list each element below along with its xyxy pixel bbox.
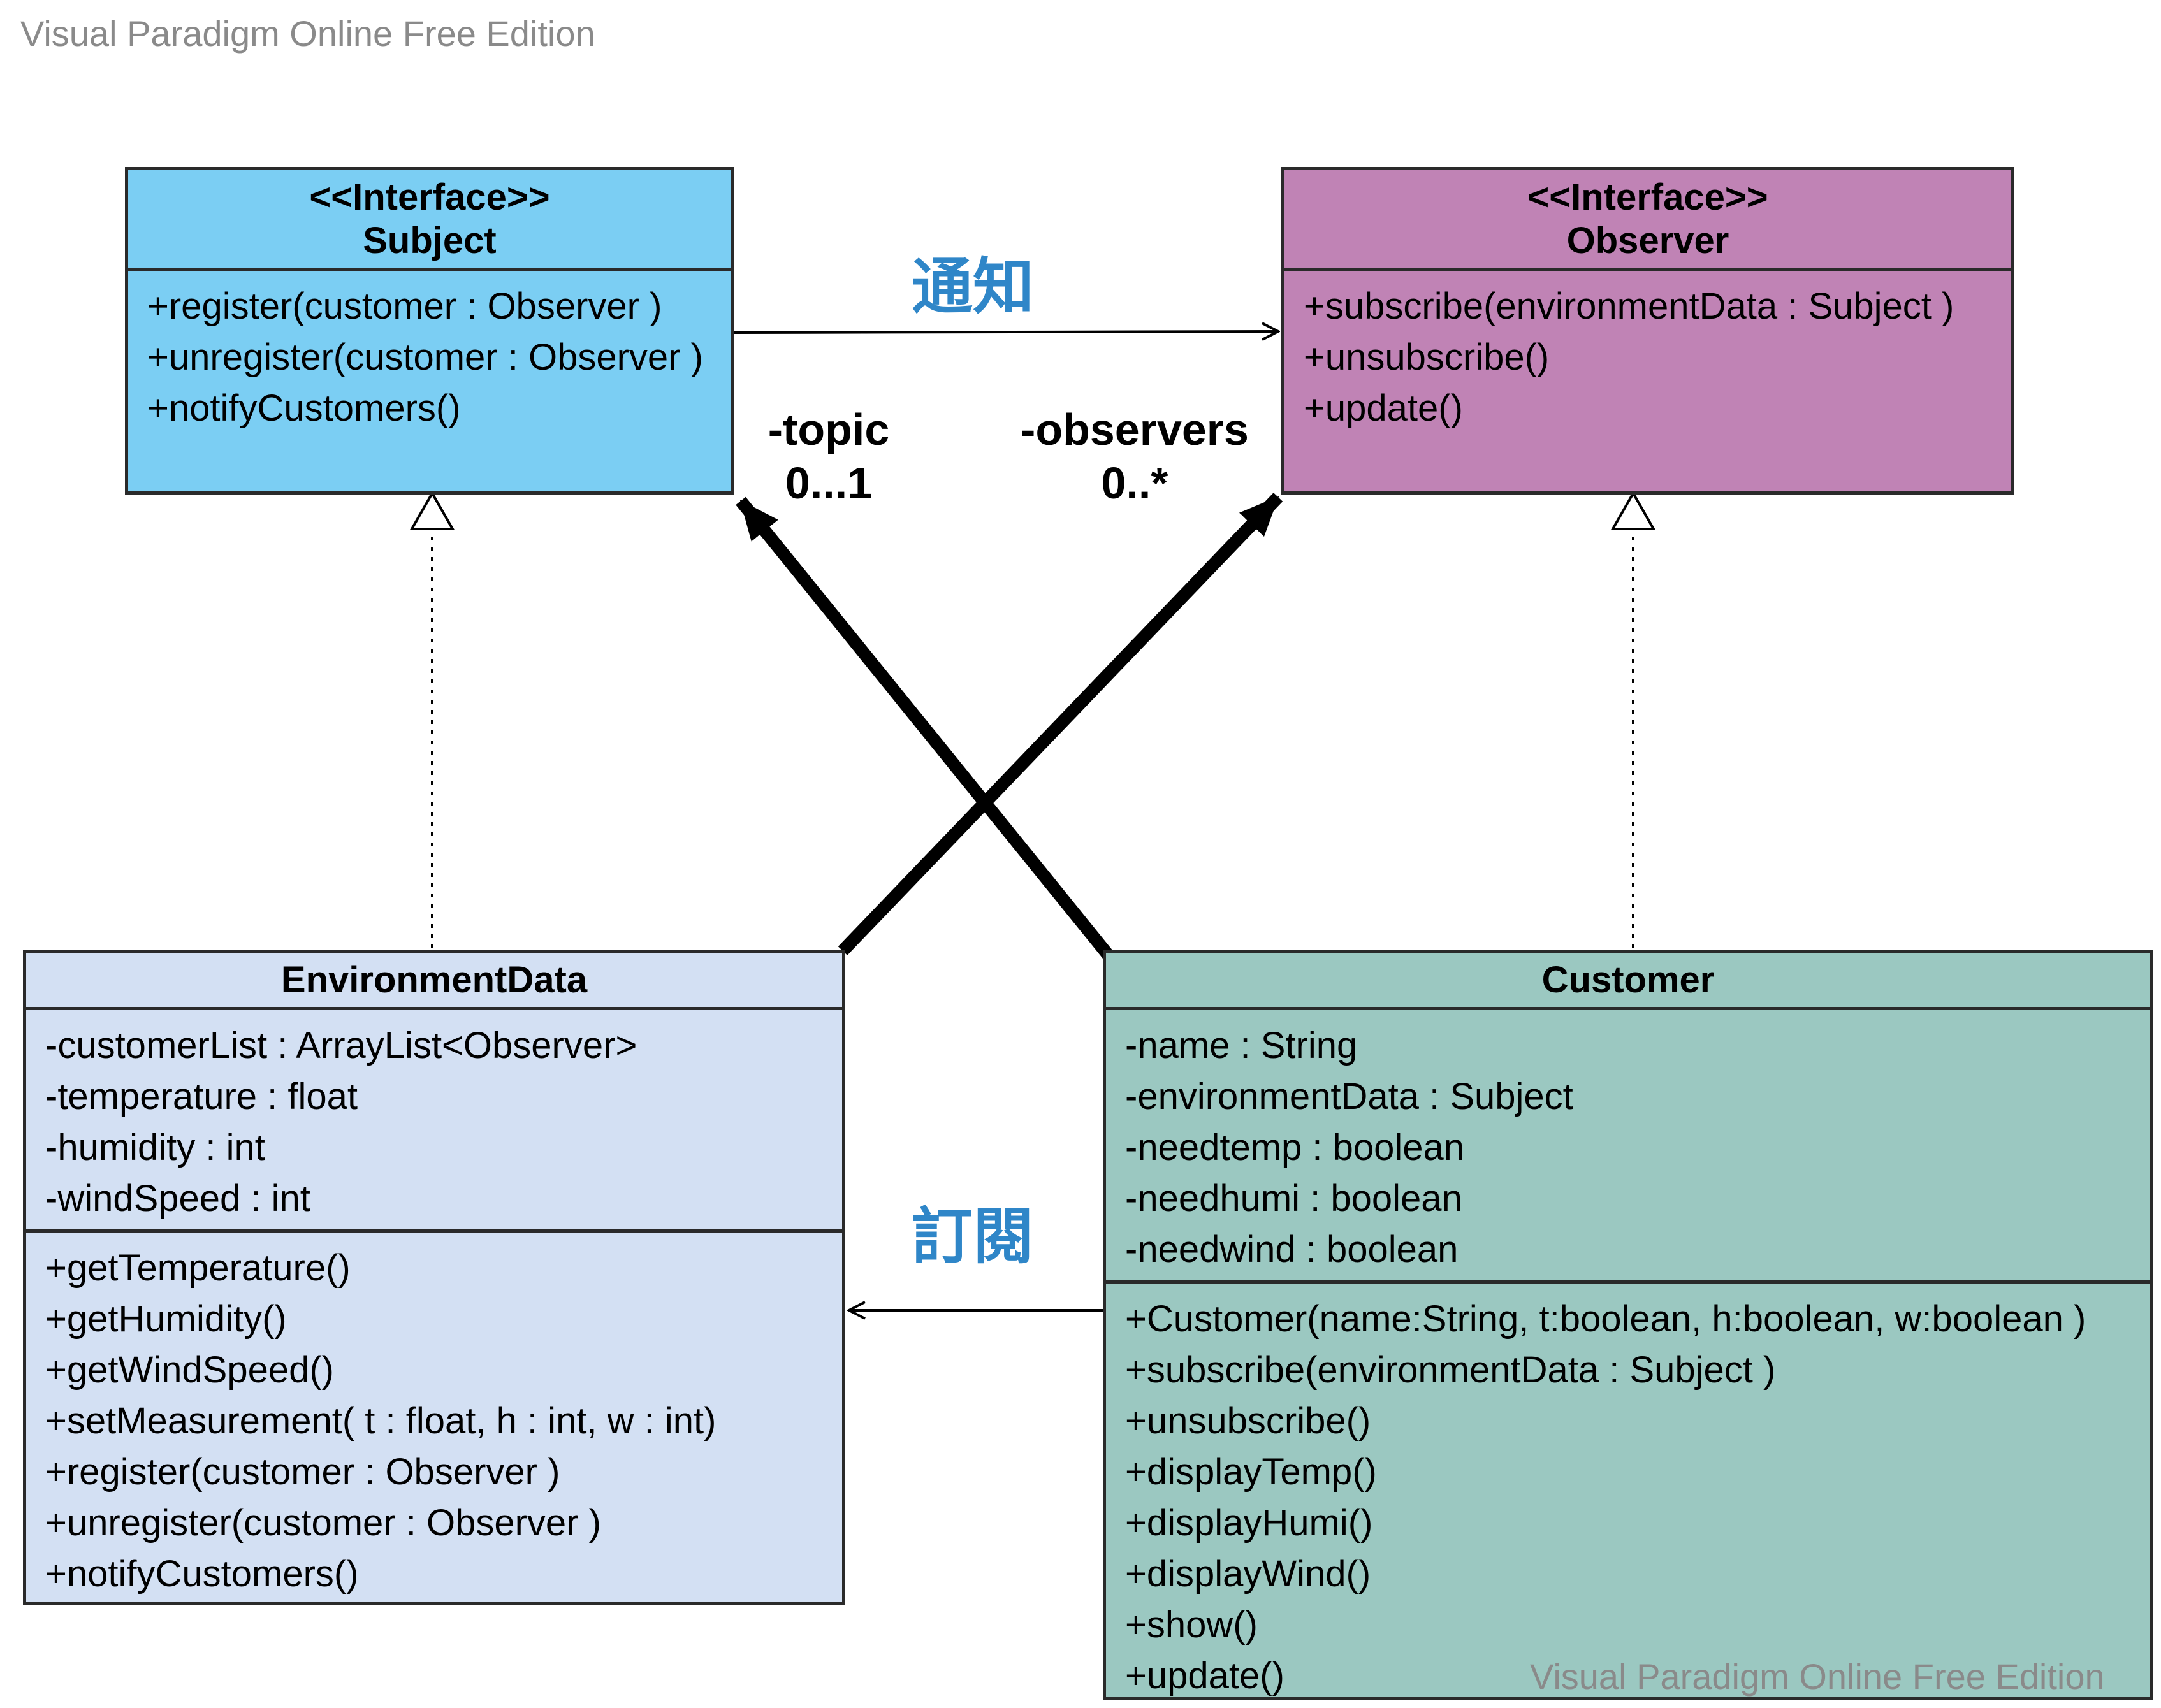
operation: +register(customer : Observer ) [147, 286, 662, 327]
operation: +unsubscribe() [1304, 337, 1550, 378]
customer-class-box[interactable]: Customer -name : String -environmentData… [1103, 950, 2153, 1700]
operation: +displayHumi() [1125, 1502, 1373, 1544]
notify-label: 通知 [912, 251, 1034, 322]
customer-attributes: -name : String -environmentData : Subjec… [1106, 1010, 2150, 1280]
association-observers [838, 493, 1283, 955]
watermark-bottom: Visual Paradigm Online Free Edition [1530, 1656, 2105, 1697]
topic-role-name: -topic [768, 405, 890, 454]
attribute: -windSpeed : int [45, 1178, 310, 1219]
attribute: -needtemp : boolean [1125, 1127, 1465, 1168]
subject-operations: +register(customer : Observer ) +unregis… [128, 271, 731, 434]
realization-triangle-subject [409, 490, 455, 530]
observers-role-name: -observers [1021, 405, 1249, 454]
operation: +getWindSpeed() [45, 1349, 334, 1391]
operation: +subscribe(environmentData : Subject ) [1125, 1349, 1776, 1391]
operation: +unregister(customer : Observer ) [147, 337, 703, 378]
subject-header: <<Interface>> Subject [128, 170, 731, 271]
observer-interface-box[interactable]: <<Interface>> Observer +subscribe(enviro… [1281, 167, 2014, 495]
environment-data-class-box[interactable]: EnvironmentData -customerList : ArrayLis… [23, 950, 845, 1605]
subject-interface-box[interactable]: <<Interface>> Subject +register(customer… [125, 167, 734, 495]
observer-header: <<Interface>> Observer [1284, 170, 2011, 271]
observers-role-label: -observers 0..* [994, 403, 1275, 510]
observer-name: Observer [1566, 219, 1729, 261]
attribute: -environmentData : Subject [1125, 1076, 1573, 1117]
operation: +getHumidity() [45, 1298, 287, 1340]
customer-name: Customer [1541, 959, 1715, 1001]
operation: +subscribe(environmentData : Subject ) [1304, 286, 1954, 327]
subject-name: Subject [363, 219, 497, 261]
watermark-top: Visual Paradigm Online Free Edition [20, 13, 595, 54]
observer-operations: +subscribe(environmentData : Subject ) +… [1284, 271, 2011, 434]
topic-multiplicity: 0...1 [785, 458, 873, 508]
realization-triangle-observer [1610, 490, 1656, 530]
operation: +register(customer : Observer ) [45, 1451, 560, 1493]
operation: +unregister(customer : Observer ) [45, 1502, 601, 1544]
operation: +notifyCustomers() [45, 1553, 359, 1595]
operation: +getTemperature() [45, 1247, 351, 1289]
customer-operations: +Customer(name:String, t:boolean, h:bool… [1106, 1280, 2150, 1702]
notify-dependency-arrow [734, 331, 1278, 333]
observers-multiplicity: 0..* [1101, 458, 1168, 508]
attribute: -customerList : ArrayList<Observer> [45, 1025, 637, 1066]
observer-stereotype: <<Interface>> [1527, 176, 1768, 218]
operation: +update() [1304, 387, 1463, 429]
environment-data-name: EnvironmentData [280, 959, 588, 1001]
attribute: -temperature : float [45, 1076, 358, 1117]
environment-data-attributes: -customerList : ArrayList<Observer> -tem… [26, 1010, 842, 1229]
attribute: -humidity : int [45, 1127, 265, 1168]
operation: +show() [1125, 1604, 1258, 1646]
environment-data-operations: +getTemperature() +getHumidity() +getWin… [26, 1229, 842, 1600]
attribute: -needwind : boolean [1125, 1229, 1459, 1270]
attribute: -needhumi : boolean [1125, 1178, 1462, 1219]
environment-data-header: EnvironmentData [26, 953, 842, 1010]
operation: +displayWind() [1125, 1553, 1371, 1595]
operation: +displayTemp() [1125, 1451, 1377, 1493]
operation: +Customer(name:String, t:boolean, h:bool… [1125, 1298, 2086, 1340]
operation: +setMeasurement( t : float, h : int, w :… [45, 1400, 717, 1442]
topic-role-label: -topic 0...1 [733, 403, 924, 510]
operation: +notifyCustomers() [147, 387, 461, 429]
subject-stereotype: <<Interface>> [309, 176, 550, 218]
attribute: -name : String [1125, 1025, 1358, 1066]
association-topic [736, 496, 1113, 959]
operation: +unsubscribe() [1125, 1400, 1371, 1442]
customer-header: Customer [1106, 953, 2150, 1010]
operation: +update() [1125, 1655, 1284, 1697]
subscribe-label: 訂閱 [912, 1201, 1034, 1272]
